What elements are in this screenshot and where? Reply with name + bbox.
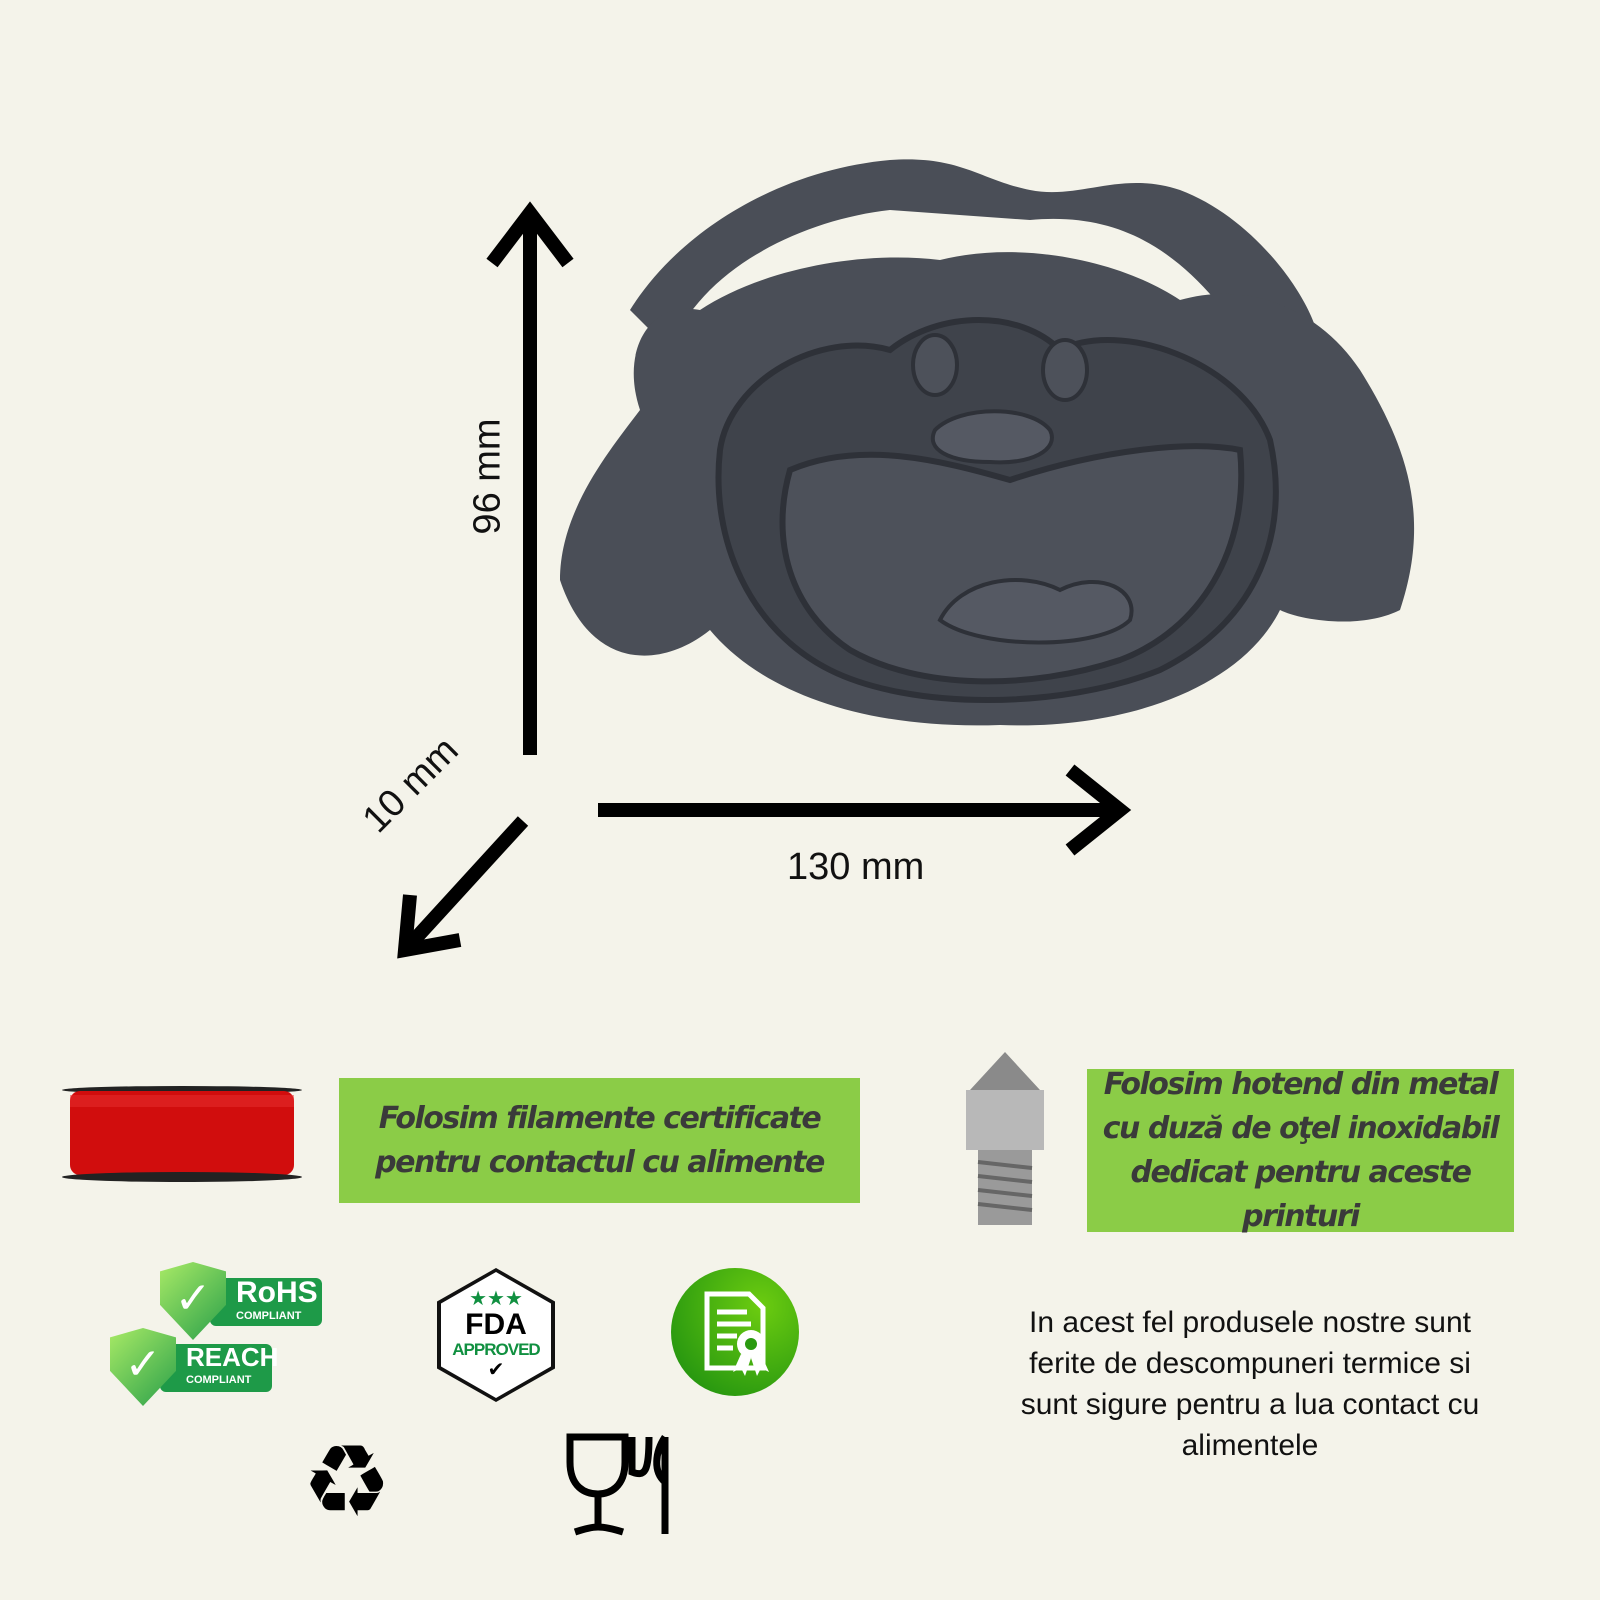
rohs-title: RoHS: [236, 1276, 318, 1309]
depth-arrow: [397, 816, 529, 959]
stars-icon: ★★★: [469, 1286, 523, 1310]
fda-sub: APPROVED: [452, 1340, 540, 1359]
feature-nozzle-box: Folosim hotend din metal cu duză de oţel…: [1087, 1067, 1514, 1234]
width-arrow: [598, 764, 1132, 856]
reach-sub: COMPLIANT: [186, 1374, 252, 1386]
shield-check-icon: ✓: [110, 1328, 176, 1406]
recycle-icon: ♻: [302, 1423, 392, 1540]
width-label: 130 mm: [787, 846, 925, 888]
fda-approved-badge: ★★★ FDA APPROVED ✔: [437, 1268, 555, 1402]
check-icon: ✔: [487, 1357, 505, 1381]
certificate-icon: [671, 1268, 799, 1396]
height-label: 96 mm: [466, 418, 509, 535]
height-arrow: [486, 201, 574, 755]
nozzle-icon: [966, 1052, 1044, 1225]
food-safe-icon: [566, 1433, 669, 1536]
filament-spool-icon: [62, 1086, 302, 1182]
fda-title: FDA: [465, 1308, 527, 1341]
reach-badge: ✓ REACH COMPLIANT: [110, 1328, 279, 1408]
feature-nozzle-text: Folosim hotend din metal cu duză de oţel…: [1102, 1066, 1500, 1234]
rohs-badge: ✓ RoHS COMPLIANT: [160, 1262, 325, 1342]
feature-filament-text: Folosim filamente certificate pentru con…: [375, 1100, 825, 1180]
info-text: In acest fel produsele nostre sunt ferit…: [1020, 1306, 1480, 1462]
rohs-sub: COMPLIANT: [236, 1310, 302, 1322]
cookie-cutter-product-image: [560, 159, 1415, 726]
dimension-arrows: [397, 201, 1132, 959]
feature-filament-box: Folosim filamente certificate pentru con…: [339, 1078, 860, 1203]
reach-title: REACH: [186, 1342, 279, 1372]
